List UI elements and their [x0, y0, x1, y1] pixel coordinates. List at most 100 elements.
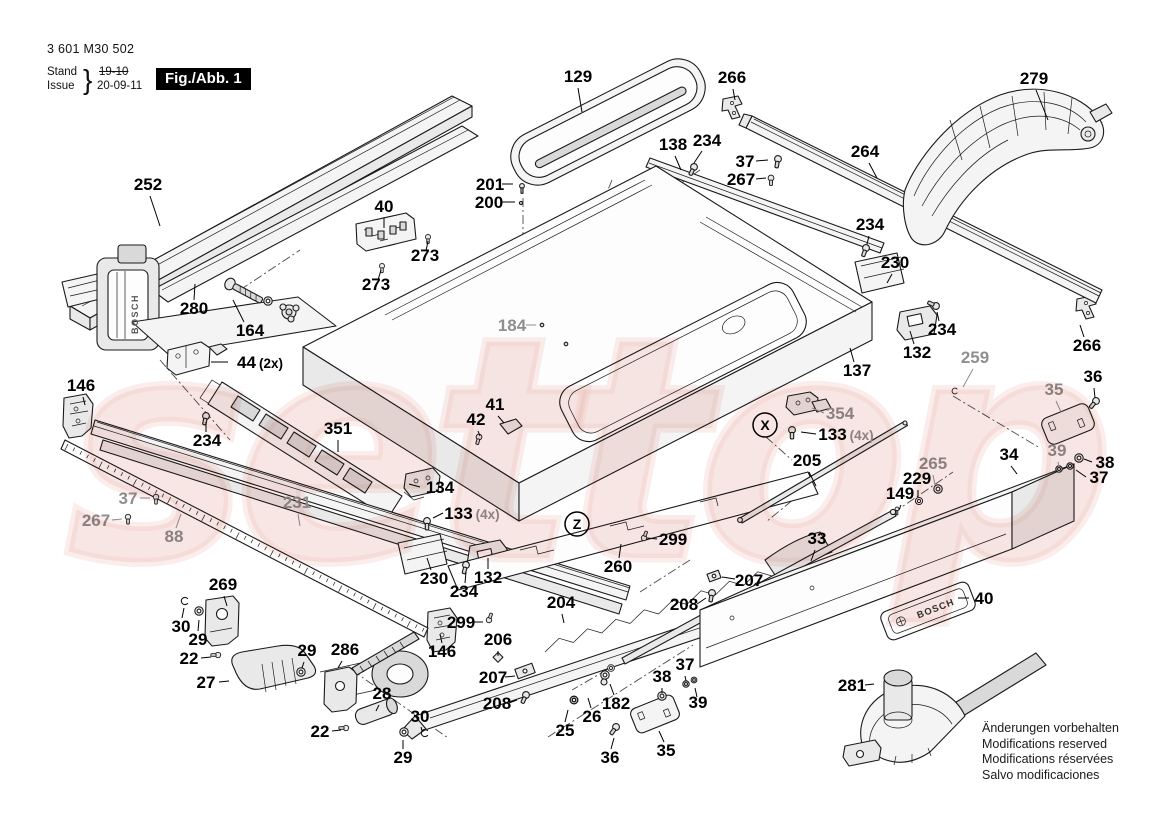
callout-leader-42 — [477, 430, 481, 437]
callout-29: 29 — [394, 748, 413, 767]
title-block: 3 601 M30 502 Stand Issue } 19-10 20-09-… — [47, 42, 367, 100]
callout-leader-27 — [218, 680, 230, 683]
blade-guard-279 — [902, 88, 1113, 246]
callout-208: 208 — [670, 595, 698, 614]
part-number: 3 601 M30 502 — [47, 42, 135, 56]
callout-leader-39 — [1057, 461, 1060, 468]
issue-row: Stand Issue } 19-10 20-09-11 Fig./Abb. 1 — [47, 64, 367, 100]
callout-39: 39 — [1048, 441, 1067, 460]
callout-265: 265 — [919, 454, 947, 473]
callout-leader-88 — [175, 513, 182, 529]
callout-129: 129 — [564, 67, 592, 86]
callout-42: 42 — [467, 410, 486, 429]
callout-leader-264 — [868, 162, 878, 179]
callout-146: 146 — [67, 376, 95, 395]
bracket-134 — [403, 467, 441, 501]
callout-leader-36 — [1093, 387, 1096, 399]
callout-37: 37 — [736, 152, 755, 171]
callout-leader-33 — [810, 549, 816, 562]
callout-leader-273 — [377, 269, 382, 281]
callout-leader-35 — [1055, 400, 1062, 413]
callout-leader-259 — [962, 368, 974, 388]
cover-129 — [510, 58, 706, 186]
plate-35-bottom — [630, 694, 680, 734]
callout-35: 35 — [1045, 380, 1064, 399]
bolt-164 — [224, 277, 300, 323]
callout-leader-133 — [432, 512, 444, 519]
pin-28 — [354, 697, 398, 725]
callout-37: 37 — [119, 489, 138, 508]
callout-leader-260 — [618, 543, 622, 559]
rod-205 — [737, 420, 909, 524]
callout-leader-41 — [497, 415, 505, 424]
callout-230: 230 — [420, 569, 448, 588]
callout-leader-138 — [674, 155, 682, 171]
callout-29: 29 — [298, 641, 317, 660]
callout-40: 40 — [975, 589, 994, 608]
callout-leader-267 — [111, 518, 123, 521]
callout-37: 37 — [676, 655, 695, 674]
callout-30: 30 — [411, 707, 430, 726]
callout-234: 234 — [193, 431, 222, 450]
callout-leader-134 — [408, 483, 421, 488]
latch-44 — [166, 341, 228, 376]
callout-leader-208 — [508, 699, 518, 704]
callout-164: 164 — [236, 321, 265, 340]
clamp-132-top — [896, 305, 938, 341]
callout-28: 28 — [373, 684, 392, 703]
bracket-354 — [785, 391, 832, 416]
callout-234: 234 — [450, 582, 479, 601]
plate-260 — [447, 471, 819, 591]
callout-leader-204 — [561, 613, 565, 624]
callout-22: 22 — [311, 722, 330, 741]
callout-299: 299 — [659, 530, 687, 549]
callout-138: 138 — [659, 135, 687, 154]
circled-ref-X — [752, 412, 778, 438]
callout-230: 230 — [881, 253, 909, 272]
callout-267: 267 — [727, 170, 755, 189]
callout-30: 30 — [172, 617, 191, 636]
callout-leader-234 — [866, 235, 870, 245]
strip-40-top — [355, 212, 417, 252]
callout-leader-266 — [732, 88, 736, 101]
callout-leader-137 — [849, 347, 855, 363]
circled-ref-Z — [564, 511, 590, 537]
callout-leader-34 — [1010, 465, 1018, 475]
callout-200: 200 — [475, 193, 503, 212]
callout-137: 137 — [843, 361, 871, 380]
callout-leader-132 — [909, 330, 915, 345]
callout-leader-205 — [808, 471, 817, 487]
callout-leader-25 — [564, 709, 569, 723]
callout-354: 354 — [826, 404, 855, 423]
callout-33: 33 — [808, 529, 827, 548]
callout-leader-265 — [932, 474, 936, 486]
callout-29: 29 — [189, 630, 208, 649]
callout-leader-208 — [696, 597, 707, 605]
callout-leader-29 — [197, 619, 200, 632]
callout-44: 44(2x) — [237, 353, 283, 372]
callout-leader-37 — [1075, 469, 1087, 478]
callout-266: 266 — [1073, 336, 1101, 355]
callout-leader-29 — [301, 661, 305, 669]
callout-201: 201 — [476, 175, 504, 194]
callout-269: 269 — [209, 575, 237, 594]
box-34 — [699, 463, 1075, 668]
callout-231: 231 — [283, 493, 311, 512]
callout-leader-182 — [609, 683, 615, 696]
miter-gauge-281 — [842, 652, 1047, 767]
callout-184: 184 — [498, 316, 527, 335]
callout-252: 252 — [134, 175, 162, 194]
callout-351: 351 — [324, 419, 352, 438]
badge-40: BOSCH — [880, 581, 976, 641]
callout-leader-22 — [200, 656, 212, 659]
strip-138 — [645, 157, 885, 254]
callout-205: 205 — [793, 451, 821, 470]
callout-leader-230 — [426, 557, 432, 571]
callout-206: 206 — [484, 630, 512, 649]
callout-286: 286 — [331, 640, 359, 659]
callout-264: 264 — [851, 142, 880, 161]
plate-230-bottom — [397, 533, 448, 575]
callout-149: 149 — [886, 484, 914, 503]
callout-25: 25 — [556, 721, 575, 740]
